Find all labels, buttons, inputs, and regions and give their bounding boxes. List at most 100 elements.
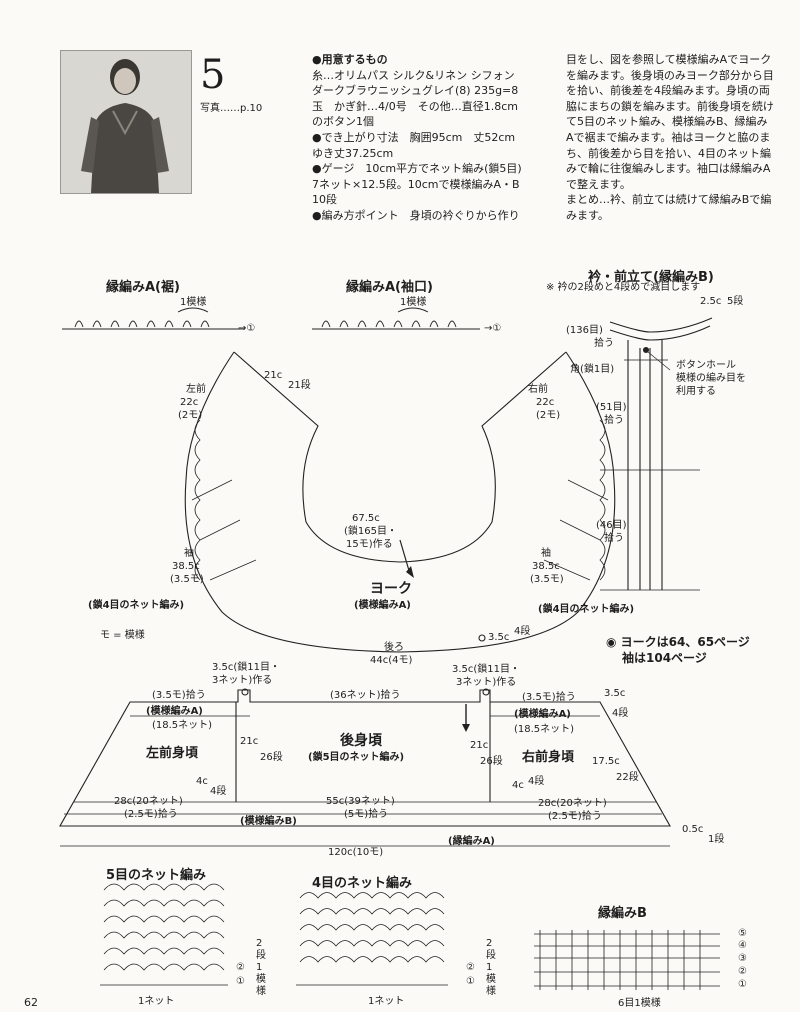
instruction-line: ち、前後差から目を拾い、4目のネット編: [566, 146, 771, 160]
left-front-length: 22c: [180, 397, 199, 408]
right-sleeve-label: 袖: [541, 548, 551, 559]
body-outline: [59, 689, 671, 827]
instruction-line: Aで裾まで編みます。袖はヨークと脇のま: [566, 130, 771, 144]
instruction-line: みで輪に往復編みします。袖口は縁編みA: [566, 162, 771, 176]
collar-note: ※ 衿の2段めと4段めで減目します: [546, 282, 701, 293]
edging-a-hem-symbol: [62, 307, 245, 330]
left-sleeve-patterns: (3.5モ): [170, 574, 204, 585]
edging-a-hem-title: 縁編みA(裾): [106, 280, 180, 295]
left-hem-length: 4c: [196, 776, 208, 787]
materials-line: ダークブラウニッシュグレイ(8) 235g=8: [312, 84, 519, 98]
front-band-stitches: (51目): [596, 402, 627, 413]
back-label: 後ろ: [384, 642, 404, 653]
yoke-arrow: [399, 539, 411, 575]
yoke-depth: 21c: [264, 370, 283, 381]
edging-a-cuff-title: 縁編みA(袖口): [346, 280, 433, 295]
one-net-label: 1ネット: [138, 996, 175, 1007]
back-diff-width: 3.5c: [488, 632, 510, 643]
instruction-line: で整えます。: [566, 177, 631, 191]
corner-label: 角(鎖1目): [570, 364, 615, 375]
right-front-body-title: 右前身頃: [522, 750, 575, 765]
collar-title: 衿・前立て(縁編みB): [588, 270, 714, 285]
legend-mo: モ = 模様: [100, 630, 145, 641]
right-edge-length: 17.5c: [592, 756, 620, 767]
neckline-patterns: 15モ)作る: [346, 539, 393, 550]
right-gusset-chain: 3.5c(鎖11目・: [452, 664, 521, 675]
one-pattern-label: 1模様: [180, 297, 207, 308]
materials-line: 10段: [312, 193, 337, 207]
right-front-patterns: (2モ): [536, 410, 561, 421]
row-2-marker: ②: [236, 962, 245, 973]
right-top-width: 3.5c: [604, 688, 626, 699]
edging-a-cuff-symbol: [312, 307, 480, 330]
edging-b-row: ②: [738, 966, 747, 977]
materials-line: のボタン1個: [312, 115, 374, 129]
instruction-line: を拾い、前後差を4段編みます。身頃の両: [566, 84, 770, 98]
edging-b-row: ③: [738, 953, 747, 964]
buttonhole-label: 模様の編み目を: [676, 373, 746, 384]
pattern-b-label: (模様編みB): [240, 816, 297, 827]
materials-line: ●編み方ポイント 身頃の衿ぐりから作り: [312, 208, 520, 222]
yoke-outline: [233, 351, 567, 563]
left-sleeve-length: 38.5c: [172, 561, 200, 572]
instruction-line: 目をし、図を参照して模様編みAでヨーク: [566, 53, 772, 66]
front-band-pick: 拾う: [604, 533, 624, 544]
edge-rows: 1段: [708, 834, 725, 845]
one-net-label: 1ネット: [368, 996, 405, 1007]
reference-note: 袖は104ページ: [622, 651, 707, 665]
left-side-rows: 26段: [260, 752, 283, 763]
back-width: 44c(4モ): [370, 655, 413, 666]
edging-b-chart: [534, 930, 720, 990]
edging-b-title: 縁編みB: [598, 906, 647, 921]
row-1-marker: ①: [236, 976, 245, 987]
right-edge-rows: 22段: [616, 772, 639, 783]
photo-reference: 写真……p.10: [200, 103, 263, 114]
net5-title: 5目のネット編み: [106, 868, 207, 883]
collar-rows: 5段: [727, 296, 744, 307]
left-net-count: (18.5ネット): [152, 720, 213, 731]
yoke-rows: 21段: [288, 380, 311, 391]
row-marker: →①: [484, 323, 502, 334]
front-band-pick: 拾う: [604, 415, 624, 426]
materials-line: ●でき上がり寸法 胸囲95cm 丈52cm: [312, 130, 516, 144]
left-front-body-title: 左前身頃: [146, 746, 199, 761]
net4-repeat: 2段1模様: [486, 938, 496, 997]
pick-up-right: (3.5モ)拾う: [522, 692, 576, 703]
model-photo: [60, 50, 192, 194]
back-diff-rows: 4段: [514, 626, 531, 637]
left-side-length: 21c: [240, 736, 259, 747]
pick-up-left: (3.5モ)拾う: [152, 690, 206, 701]
edge-depth: 0.5c: [682, 824, 704, 835]
row-2-marker: ②: [466, 962, 475, 973]
row-marker: →①: [238, 323, 256, 334]
instruction-line: 脇にまちの鎖を編みます。前後身頃を続け: [566, 99, 774, 113]
materials-line: 玉 かぎ針…4/0号 その他…直径1.8cm: [312, 99, 518, 113]
yoke-outer-right: [399, 351, 616, 653]
right-gusset-net: 3ネット)作る: [456, 677, 517, 688]
right-top-rows: 4段: [612, 708, 629, 719]
back-pick-b: (5モ)拾う: [344, 809, 389, 820]
right-pick-b: (2.5モ)拾う: [548, 811, 602, 822]
collar-stitches: (136目): [566, 325, 603, 336]
left-sleeve-label: 袖: [184, 548, 194, 559]
instruction-line: を編みます。後身頃のみヨーク部分から目: [566, 68, 774, 82]
instruction-line: まとめ…衿、前立ては続けて縁編みBで編: [566, 193, 772, 207]
right-sleeve-patterns: (3.5モ): [530, 574, 564, 585]
right-front-label: 右前: [528, 384, 548, 395]
edging-b-repeat: 6目1模様: [618, 998, 661, 1009]
yoke-pattern: (模様編みA): [354, 600, 411, 611]
right-net4-label: (鎖4目のネット編み): [538, 604, 635, 615]
buttonhole-label: ボタンホール: [676, 360, 736, 371]
sleeve-wavy-left: [194, 419, 201, 581]
instruction-line: みます。: [566, 208, 609, 222]
front-band-stitches: (46目): [596, 520, 627, 531]
neckline-length: 67.5c: [352, 513, 380, 524]
left-gusset-chain: 3.5c(鎖11目・: [212, 662, 281, 673]
left-pick-b: (2.5モ)拾う: [124, 809, 178, 820]
back-width-bottom: 55c(39ネット): [326, 796, 395, 807]
neckline-chain: (鎖165目・: [344, 526, 397, 537]
materials-line: ●用意するもの: [312, 53, 388, 66]
materials-line: ●ゲージ 10cm平方でネット編み(鎖5目): [312, 162, 522, 176]
net5-chart: [100, 883, 228, 986]
